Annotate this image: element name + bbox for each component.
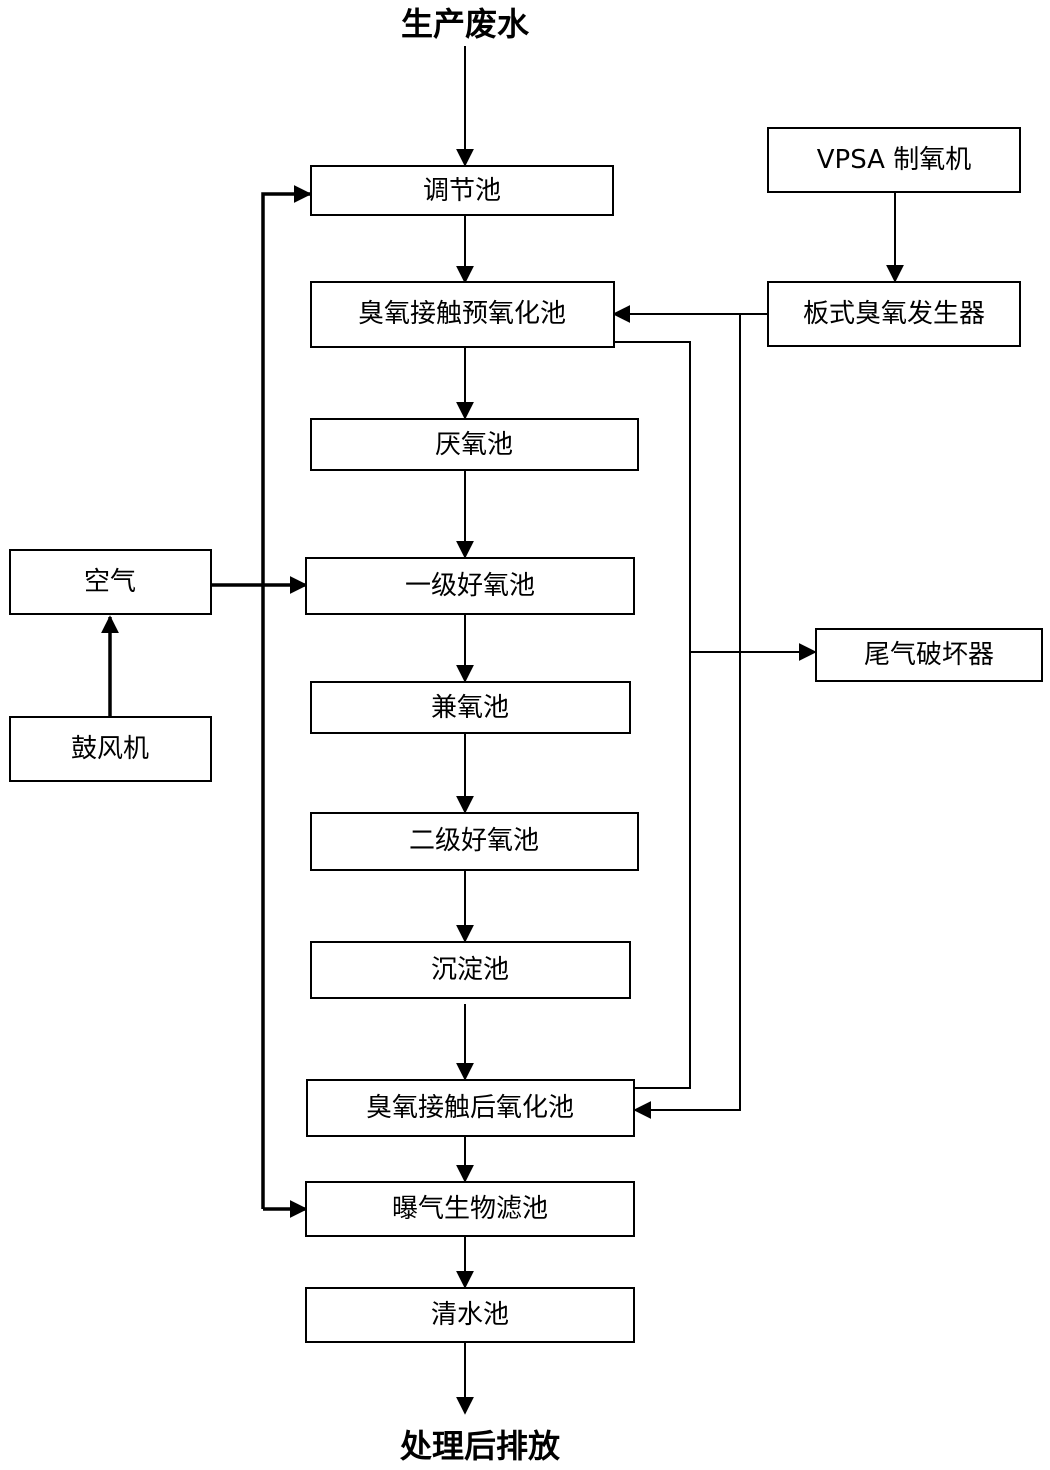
arrow-banshi-to-houyang (633, 314, 741, 1119)
node-tiaojie-label: 调节池 (423, 176, 501, 206)
node-qingshui-label: 清水池 (431, 1300, 509, 1330)
input-label: 生产废水 (401, 5, 530, 43)
node-tiaojie: 调节池 (310, 165, 614, 216)
output-label: 处理后排放 (399, 1427, 561, 1465)
node-jianyang-label: 兼氧池 (431, 693, 509, 723)
node-houyang: 臭氧接触后氧化池 (306, 1079, 635, 1137)
node-haoyang1-label: 一级好氧池 (405, 571, 535, 601)
node-jianyang: 兼氧池 (310, 681, 631, 734)
node-kongqi: 空气 (9, 549, 212, 615)
node-vpsa-label: VPSA 制氧机 (817, 145, 972, 175)
node-haoyang1: 一级好氧池 (305, 557, 635, 615)
node-weiqi-label: 尾气破坏器 (864, 640, 994, 670)
node-yanyang: 厌氧池 (310, 418, 639, 471)
node-houyang-label: 臭氧接触后氧化池 (366, 1093, 574, 1123)
node-gufengji-label: 鼓风机 (71, 734, 149, 764)
arrow-air-to-tiaojie (261, 185, 312, 1209)
node-gufengji: 鼓风机 (9, 716, 212, 782)
node-kongqi-label: 空气 (84, 567, 136, 597)
node-chendian-label: 沉淀池 (431, 955, 509, 985)
node-banshi-label: 板式臭氧发生器 (803, 299, 985, 329)
node-yuyang: 臭氧接触预氧化池 (310, 281, 615, 348)
connectors (101, 46, 904, 1415)
node-haoyang2: 二级好氧池 (310, 812, 639, 871)
node-qingshui: 清水池 (305, 1287, 635, 1343)
node-yanyang-label: 厌氧池 (435, 430, 513, 460)
node-chendian: 沉淀池 (310, 941, 631, 999)
node-vpsa: VPSA 制氧机 (767, 127, 1021, 193)
node-weiqi: 尾气破坏器 (815, 628, 1043, 682)
node-baoqi: 曝气生物滤池 (305, 1181, 635, 1237)
node-baoqi-label: 曝气生物滤池 (392, 1194, 548, 1224)
node-banshi: 板式臭氧发生器 (767, 281, 1021, 347)
node-yuyang-label: 臭氧接触预氧化池 (358, 299, 566, 329)
node-haoyang2-label: 二级好氧池 (409, 826, 539, 856)
line-yuyang-offgas (614, 341, 691, 1089)
